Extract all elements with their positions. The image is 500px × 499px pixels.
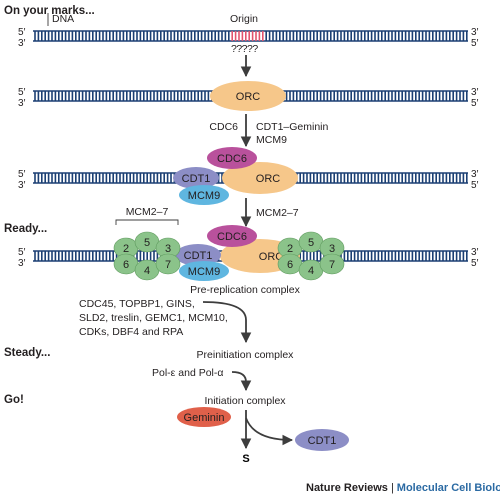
s-phase-label: S [242,453,249,465]
preinitiation-complex-label: Preinitiation complex [197,349,295,361]
mcm-bracket-label: MCM2–7 [126,206,169,218]
strand-5prime-right: 5′ [471,38,479,49]
cdc6-label: CDC6 [217,231,247,243]
prerc-label: Pre-replication complex [190,284,300,296]
stage-go: Go! [4,394,24,406]
journal-credit: Nature Reviews|Molecular Cell Biology [306,482,500,494]
pol-epsilon-alpha-label: Pol-ε and Pol-α [152,367,223,379]
mcm-subunit-label: 4 [144,265,150,277]
journal-name: Nature Reviews [306,482,388,494]
strand-5prime-right: 5′ [471,180,479,191]
mcm-bracket [115,219,179,225]
origin-unknown-sequence: ????? [231,43,258,55]
factors-line-1: CDC45, TOPBP1, GINS, [79,298,195,310]
cdt1-label: CDT1 [184,250,213,262]
factors-line-2: SLD2, treslin, GEMC1, MCM10, [79,312,228,324]
step1-cdt1-geminin-label: CDT1–Geminin [256,121,329,133]
strand-5prime-left: 5′ [18,87,26,98]
mcm-subunit-label: 7 [165,259,171,271]
strand-5prime-left: 5′ [18,27,26,38]
mcm9-label: MCM9 [188,190,220,202]
subjournal-name: Molecular Cell Biology [396,482,500,494]
geminin-label: Geminin [184,412,225,424]
strand-3prime-left: 3′ [18,38,26,49]
stage-on-your-marks: On your marks... [4,5,95,17]
mcm-subunit [319,253,345,275]
step1-mcm9-label: MCM9 [256,134,287,146]
strand-5prime-right: 5′ [471,258,479,269]
geminin-blob [177,407,231,427]
mcm-subunit [155,253,181,275]
factors-line-3: CDKs, DBF4 and RPA [79,326,183,338]
mcm-subunit-label: 5 [308,237,314,249]
orc-label: ORC [259,251,284,263]
stage-steady: Steady... [4,347,50,359]
arrow-step-4 [231,371,252,392]
mcm2-7-hexamer-right: 2 5 3 6 4 7 [277,231,345,281]
mcm-subunit-label: 5 [144,237,150,249]
mcm-subunit-label: 2 [123,243,129,255]
strand-5prime-left: 5′ [18,169,26,180]
origin-label: Origin [230,13,258,25]
mcm-subunit-label: 6 [287,259,293,271]
cdc6-label: CDC6 [217,153,247,165]
dna-duplex-origin [33,30,468,42]
strand-3prime-left: 3′ [18,180,26,191]
orc-blob [210,81,286,111]
stage-ready: Ready... [4,223,47,235]
orc-label: ORC [236,91,261,103]
mcm9-label: MCM9 [188,266,220,278]
strand-end-labels: 5′3′3′5′5′3′3′5′5′3′3′5′5′3′3′5′ [18,27,479,269]
strand-3prime-right: 3′ [471,87,479,98]
arrow-to-cdt1-release [245,417,294,446]
mcm-subunit-label: 3 [165,243,171,255]
strand-3prime-right: 3′ [471,169,479,180]
mcm9-blob [179,261,229,281]
strand-5prime-left: 5′ [18,247,26,258]
cdt1-released-label: CDT1 [308,435,337,447]
initiation-complex-label: Initiation complex [204,395,286,407]
mcm-subunit-label: 2 [287,243,293,255]
mcm-subunit-label: 4 [308,265,314,277]
cdt1-label: CDT1 [182,173,211,185]
dna-label: DNA [52,13,74,25]
orc-blob [222,162,298,194]
cdc6-blob [207,225,257,247]
mcm-subunit-label: 7 [329,259,335,271]
step1-cdc6-label: CDC6 [209,121,238,133]
cdt1-blob [175,244,221,266]
mcm2-7-hexamer-left: 2 5 3 6 4 7 [113,231,181,281]
strand-5prime-right: 5′ [471,98,479,109]
mcm-subunit-label: 3 [329,243,335,255]
strand-3prime-right: 3′ [471,27,479,38]
cdt1-blob [173,167,219,189]
strand-3prime-left: 3′ [18,98,26,109]
credit-separator: | [390,482,394,494]
orc-label: ORC [256,173,281,185]
mcm-subunit-label: 6 [123,259,129,271]
cdc6-blob [207,147,257,169]
cdt1-released-blob [295,429,349,451]
strand-3prime-right: 3′ [471,247,479,258]
strand-3prime-left: 3′ [18,258,26,269]
arrow-step-3 [202,301,252,344]
mcm9-blob [179,185,229,205]
step2-mcm2-7-label: MCM2–7 [256,207,299,219]
